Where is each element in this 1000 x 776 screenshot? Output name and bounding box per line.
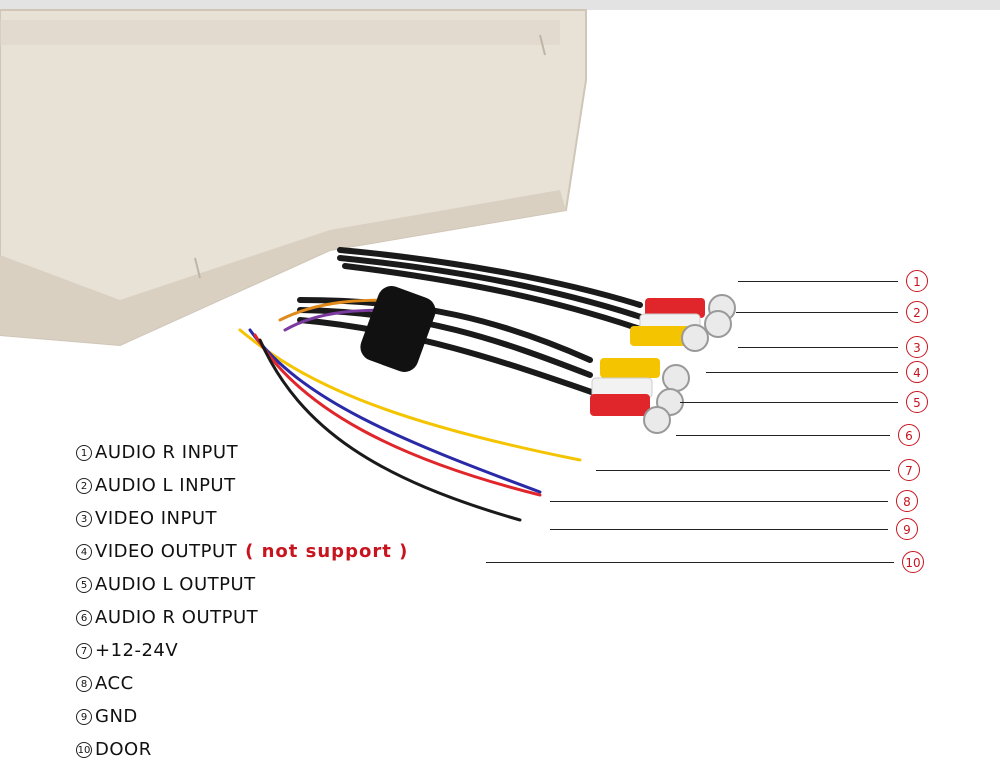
legend-label: AUDIO L INPUT bbox=[95, 475, 236, 496]
legend-label: AUDIO R OUTPUT bbox=[95, 607, 259, 628]
rca-connectors bbox=[590, 294, 736, 434]
callout-number: 8 bbox=[896, 490, 918, 512]
callout-number-text: 2 bbox=[913, 306, 921, 320]
callout-number-text: 7 bbox=[905, 464, 913, 478]
callout-number: 2 bbox=[906, 301, 928, 323]
legend-number: 10 bbox=[76, 741, 92, 758]
callout-number-text: 5 bbox=[913, 396, 921, 410]
monitor-housing bbox=[0, 9, 587, 347]
callout-number-text: 4 bbox=[913, 366, 921, 380]
leader-line bbox=[486, 562, 894, 563]
legend-label: GND bbox=[95, 706, 138, 727]
callout-number-text: 6 bbox=[905, 429, 913, 443]
leader-line bbox=[596, 470, 890, 471]
callout-number-text: 9 bbox=[903, 523, 911, 537]
callout-number: 9 bbox=[896, 518, 918, 540]
legend-number: 7 bbox=[76, 642, 92, 659]
leader-line bbox=[676, 435, 890, 436]
legend-number: 1 bbox=[76, 444, 92, 461]
legend-label: AUDIO R INPUT bbox=[95, 442, 239, 463]
leader-line bbox=[736, 312, 898, 313]
legend-label: ACC bbox=[95, 673, 134, 694]
leader-line bbox=[550, 501, 888, 502]
callout-number: 3 bbox=[906, 336, 928, 358]
legend-label: +12-24V bbox=[95, 640, 179, 661]
inline-filter-block bbox=[360, 286, 436, 372]
callout-number-text: 3 bbox=[913, 341, 921, 355]
legend-item: 7+12-24V bbox=[76, 634, 408, 667]
leader-line bbox=[706, 372, 898, 373]
legend-label: DOOR bbox=[95, 739, 152, 760]
callout-number: 7 bbox=[898, 459, 920, 481]
leader-line bbox=[738, 347, 898, 348]
callout-number: 6 bbox=[898, 424, 920, 446]
legend-number: 3 bbox=[76, 510, 92, 527]
callout-number-text: 8 bbox=[903, 495, 911, 509]
callout-number: 1 bbox=[906, 270, 928, 292]
legend-number: 8 bbox=[76, 675, 92, 692]
legend-note: ( not support ) bbox=[245, 541, 409, 562]
leader-line bbox=[550, 529, 888, 530]
callout-number-text: 10 bbox=[905, 556, 921, 570]
callout-number: 10 bbox=[902, 551, 924, 573]
legend-label: AUDIO L OUTPUT bbox=[95, 574, 256, 595]
legend-number: 9 bbox=[76, 708, 92, 725]
legend-number: 5 bbox=[76, 576, 92, 593]
callout-number: 5 bbox=[906, 391, 928, 413]
legend-label: VIDEO INPUT bbox=[95, 508, 218, 529]
legend-number: 2 bbox=[76, 477, 92, 494]
callout-number: 4 bbox=[906, 361, 928, 383]
legend-number: 6 bbox=[76, 609, 92, 626]
legend-label: VIDEO OUTPUT bbox=[95, 541, 238, 562]
callout-number-text: 1 bbox=[913, 275, 921, 289]
leader-line bbox=[680, 402, 898, 403]
legend-number: 4 bbox=[76, 543, 92, 560]
cable-bundle bbox=[238, 247, 663, 522]
top-bar bbox=[0, 0, 1000, 10]
leader-line bbox=[738, 281, 898, 282]
